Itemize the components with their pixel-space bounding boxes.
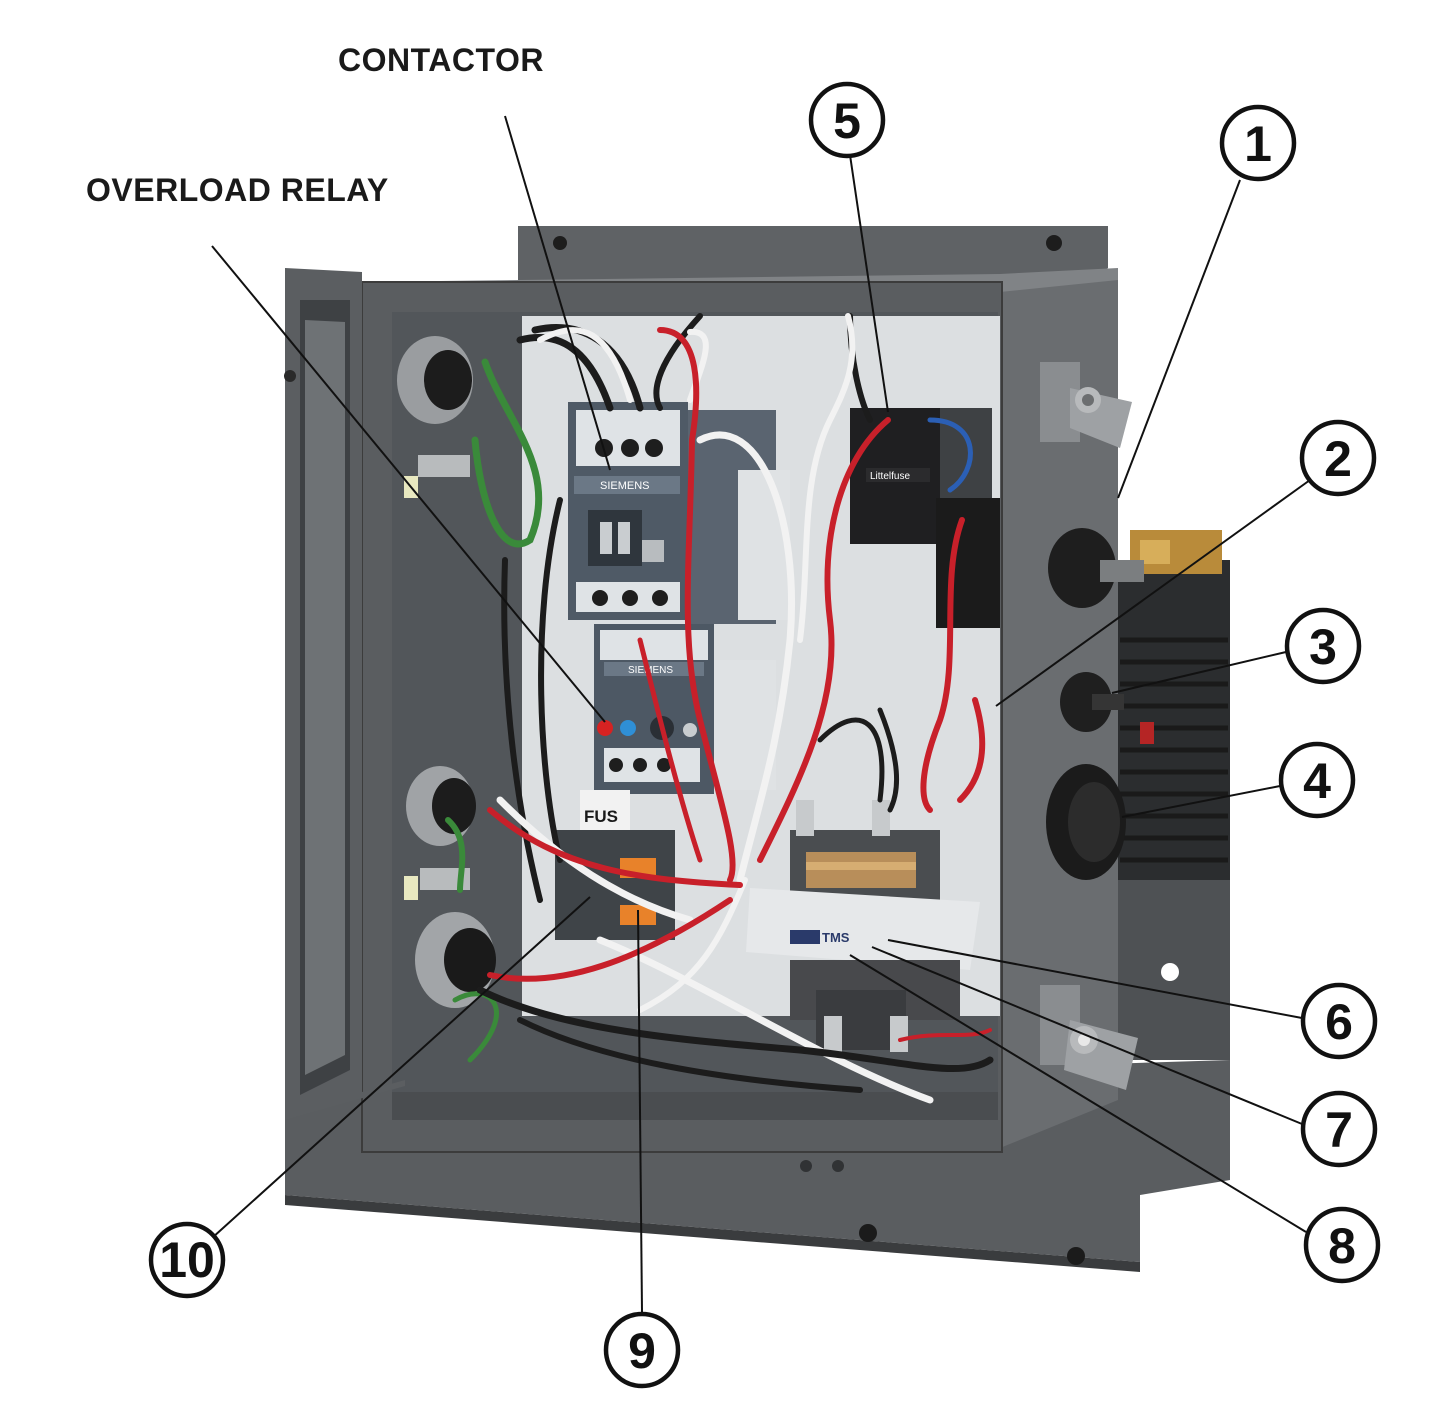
leader-3: [1111, 651, 1287, 694]
leader-1: [1117, 179, 1241, 499]
leader-7: [871, 946, 1303, 1125]
svg-text:5: 5: [833, 93, 861, 149]
leader-9: [637, 909, 643, 1313]
wiring: [445, 313, 994, 1104]
transformer: TMS: [746, 830, 980, 1050]
motor-assembly: [1110, 530, 1230, 1060]
base-hole: [1067, 1247, 1085, 1265]
cable-glands: [397, 336, 496, 1008]
mount-hole: [553, 236, 567, 250]
svg-text:2: 2: [1324, 431, 1352, 487]
timer-brand: Littelfuse: [870, 471, 910, 482]
leader-10: [211, 896, 591, 1239]
control-panel-illustration: SIEMENS SIEMENS: [284, 226, 1230, 1272]
contactor-brand: SIEMENS: [600, 480, 650, 492]
overload-brand: SIEMENS: [628, 665, 673, 676]
contactor: SIEMENS: [568, 402, 790, 624]
callout-4: 4: [1278, 741, 1356, 819]
mount-hole: [1046, 235, 1062, 251]
base-hole: [859, 1224, 877, 1242]
base-hole: [800, 1160, 812, 1172]
side-hardware: [1040, 362, 1144, 1090]
label-overload-relay: OVERLOAD RELAY: [86, 172, 389, 208]
transformer-brand: TMS: [822, 930, 850, 945]
leader-4: [1121, 785, 1281, 818]
fuse-block: FUS: [555, 790, 675, 940]
callout-6: 6: [1300, 982, 1378, 1060]
svg-text:8: 8: [1328, 1218, 1356, 1274]
overload-relay: SIEMENS: [594, 624, 776, 794]
leader-6: [887, 939, 1303, 1019]
leader-2: [995, 479, 1311, 707]
base-plate-front: [285, 1195, 1140, 1272]
base-hole: [832, 1160, 844, 1172]
svg-text:10: 10: [159, 1232, 215, 1288]
callout-2: 2: [1299, 419, 1377, 497]
svg-text:4: 4: [1303, 753, 1331, 809]
text-labels: CONTACTOR OVERLOAD RELAY: [86, 42, 544, 208]
leader-lines: [211, 115, 1311, 1313]
terminal-studs: [796, 800, 908, 1052]
callout-10: 10: [148, 1221, 226, 1299]
callout-8: 8: [1303, 1206, 1381, 1284]
fuse-tag: FUS: [584, 807, 618, 826]
callout-9: 9: [603, 1311, 681, 1389]
leader-5: [849, 154, 889, 413]
svg-text:3: 3: [1309, 619, 1337, 675]
enclosure-side: [1000, 278, 1118, 1148]
svg-text:9: 9: [628, 1323, 656, 1379]
svg-text:1: 1: [1244, 116, 1272, 172]
callout-1: 1: [1219, 104, 1297, 182]
svg-text:6: 6: [1325, 994, 1353, 1050]
mounting-plate-top: [518, 226, 1108, 280]
leader-8: [849, 954, 1307, 1233]
callout-7: 7: [1300, 1090, 1378, 1168]
leader-overload-relay: [211, 245, 606, 723]
callout-5: 5: [808, 81, 886, 159]
callout-3: 3: [1284, 607, 1362, 685]
leader-contactor: [504, 115, 611, 471]
svg-text:7: 7: [1325, 1102, 1353, 1158]
label-contactor: CONTACTOR: [338, 42, 544, 78]
